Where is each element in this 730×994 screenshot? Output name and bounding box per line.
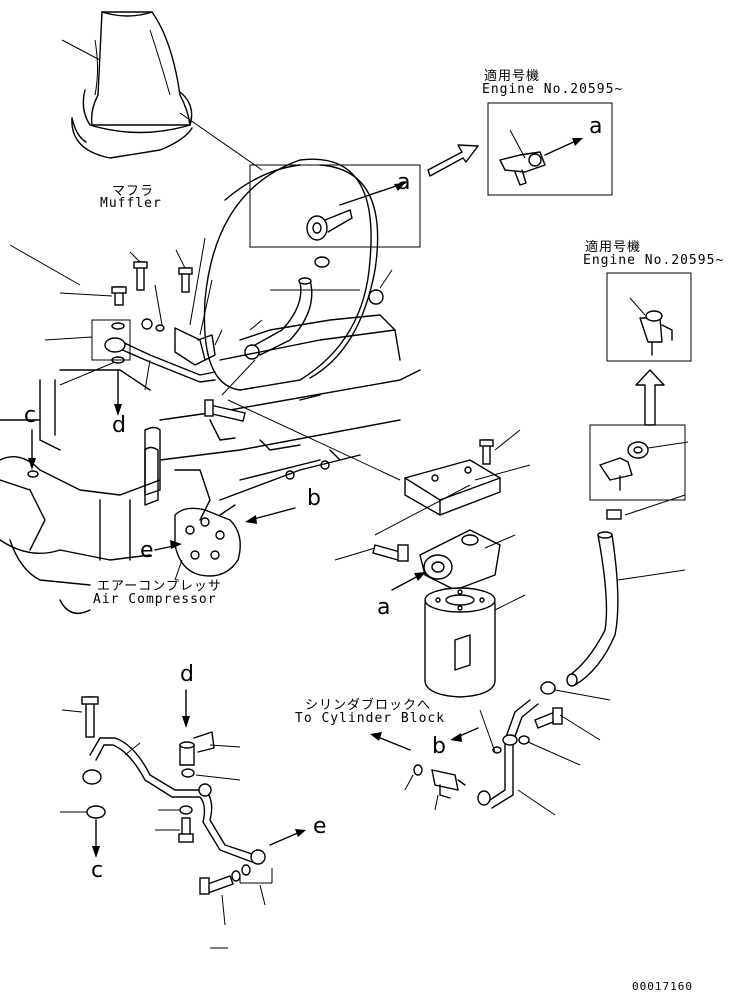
washer-mid — [141, 318, 153, 330]
pipe-lower-left — [82, 737, 266, 865]
arrow-d-engine — [114, 369, 122, 416]
applicability-label-2-en: Engine No.20595~ — [583, 253, 725, 268]
bolt-left — [111, 286, 127, 306]
washer-1 — [314, 256, 330, 268]
bolt-filter — [372, 544, 409, 562]
engine-block — [0, 314, 421, 614]
air-compressor-label-jp: エアーコンプレッサ — [97, 579, 222, 594]
ref-d-engine: d — [112, 413, 126, 438]
muffler-link — [179, 112, 263, 171]
ref-b-engine: b — [307, 486, 321, 511]
cylinder-block-label-en: To Cylinder Block — [295, 711, 446, 726]
hose-right — [566, 531, 619, 687]
pipe-lower-right — [477, 699, 539, 809]
applicability-label-1-jp: 適用号機 — [484, 69, 541, 84]
inset2-elbow — [639, 310, 673, 356]
muffler-label-jp: マフラ — [112, 184, 155, 199]
bolt-bracket — [479, 439, 494, 465]
arrow-b-lower — [450, 709, 502, 754]
arrow-to-inset2 — [635, 369, 665, 426]
bolt-mid — [133, 261, 148, 291]
arrow-e-engine — [154, 540, 182, 551]
washer-d — [181, 768, 195, 778]
ref-e-engine: e — [140, 538, 154, 563]
cylinder-block-label-jp: シリンダブロックへ — [305, 698, 432, 713]
washer-mid-lower — [179, 805, 193, 815]
detail-box-right — [589, 424, 686, 501]
document-number: 00017160 — [632, 980, 693, 993]
washer-left — [111, 322, 125, 330]
fuel-filter — [424, 587, 496, 698]
bracket-mid — [174, 327, 216, 366]
arrow-a-filter — [391, 572, 426, 591]
filter-head — [419, 529, 501, 591]
washer-lower-left — [86, 805, 106, 819]
muffler-cover — [71, 11, 193, 159]
arrow-c-engine — [27, 429, 39, 478]
air-compressor — [174, 504, 241, 581]
detail-box-a — [249, 164, 421, 248]
bolt-lower-bottom — [199, 875, 234, 895]
applicability-label-2-jp: 適用号機 — [585, 240, 642, 255]
arrow-b-engine — [245, 507, 296, 524]
bolt-top — [178, 267, 193, 293]
ref-e-lower: e — [313, 814, 327, 839]
bracket-left — [91, 319, 131, 361]
clip-right — [606, 509, 622, 520]
drain-cock — [306, 182, 406, 241]
ref-b-lower: b — [432, 734, 446, 759]
arrow-cylinder — [370, 732, 411, 751]
bolt-right-lower — [534, 707, 563, 729]
washer-cyl — [413, 764, 423, 776]
arrow-c-lower — [92, 819, 100, 858]
inset-box-2 — [606, 272, 692, 362]
muffler-label-en: Muffler — [100, 196, 162, 211]
ref-a-top: a — [397, 170, 411, 195]
ref-c-engine: c — [24, 403, 37, 428]
nut-1 — [368, 289, 384, 305]
muffler-body — [203, 158, 379, 391]
ref-d-lower: d — [180, 662, 194, 687]
pipe-upper — [104, 337, 216, 383]
filter-bracket — [404, 459, 501, 516]
elbow-fitting — [599, 441, 649, 491]
nut-right — [540, 681, 556, 695]
arrow-e-lower — [269, 829, 306, 846]
ref-c-lower: c — [91, 858, 104, 883]
spacer-lower — [179, 731, 215, 766]
bolt-lower-mid — [178, 817, 194, 843]
air-compressor-label-en: Air Compressor — [93, 592, 217, 607]
ref-a-inset1: a — [589, 114, 603, 139]
applicability-label-1-en: Engine No.20595~ — [482, 82, 624, 97]
inset-box-1 — [487, 102, 613, 196]
inset1-cock — [499, 138, 583, 186]
washer-right — [518, 735, 530, 745]
muffler-leader — [61, 39, 101, 61]
arrow-d-lower — [182, 689, 190, 728]
arrow-to-inset1 — [427, 144, 479, 177]
connector-lower — [431, 769, 466, 799]
ref-a-filter: a — [377, 595, 391, 620]
bolt-lower-left — [81, 696, 99, 738]
bolt-engine — [204, 399, 246, 422]
